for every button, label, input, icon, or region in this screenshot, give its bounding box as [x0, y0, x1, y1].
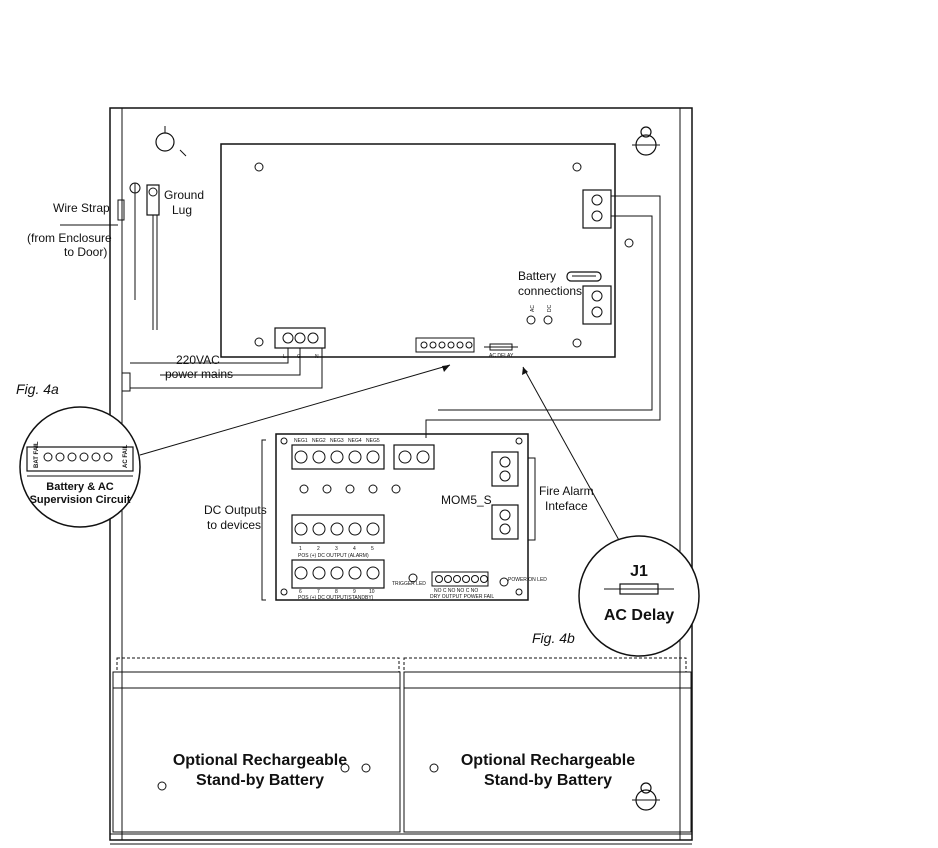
module-name: MOM5_S	[441, 493, 492, 507]
standby-num-9: 9	[353, 589, 356, 595]
battery-right-line2: Stand-by Battery	[484, 772, 612, 789]
dry-output-terminal: NO C NO NO C NO DRY OUTPUT POWER FAIL	[430, 571, 494, 600]
supervision-terminal-small	[415, 337, 475, 353]
wire-strap-label: Wire Strap	[53, 201, 110, 215]
svg-text:G: G	[297, 354, 301, 360]
dc-led-label: DC	[547, 304, 553, 312]
supervision-callout: BAT FAIL AC FAIL Battery & AC Supervisio…	[19, 406, 141, 528]
neg-terminal-block: NEG1 NEG2 NEG3 NEG4 NEG5	[291, 438, 385, 470]
power-on-led-label: POWER ON LED	[508, 577, 547, 583]
dc-outputs-label-2: to devices	[207, 518, 261, 532]
dc-input-terminal	[393, 444, 435, 470]
supervision-line2: Supervision Circuit	[30, 494, 131, 506]
standby-num-6: 6	[299, 589, 302, 595]
battery-conn-label-1: Battery	[518, 269, 556, 283]
dc-led	[543, 315, 553, 325]
annotations: Wire Strap (from Enclosure to Door) Grou…	[16, 188, 594, 646]
fire-alarm-label-2: Inteface	[545, 499, 588, 513]
ac-delay-small-label: AC DELAY	[489, 353, 514, 359]
battery-conn-label-2: connections	[518, 284, 582, 298]
svg-text:L: L	[283, 354, 286, 360]
neg-label-3: NEG3	[330, 438, 344, 444]
ac-led	[526, 315, 536, 325]
battery-left-line2: Stand-by Battery	[196, 772, 324, 789]
standby-output-terminal: 6 7 8 9 10 POS (+) DC OUTPUT(STANDBY)	[291, 559, 385, 601]
dry-terms-label: NO C NO NO C NO	[434, 588, 478, 594]
dry-output-label: DRY OUTPUT POWER FAIL	[430, 594, 494, 600]
svg-text:N: N	[315, 354, 319, 360]
fuse	[566, 271, 602, 282]
battery-left: Optional Rechargeable Stand-by Battery	[112, 657, 401, 833]
keyhole-top-left	[155, 126, 187, 157]
alarm-num-3: 3	[335, 546, 338, 552]
mains-label-2: power mains	[165, 367, 233, 381]
neg-label-4: NEG4	[348, 438, 362, 444]
main-pcb: L G N	[220, 143, 634, 360]
wire-strap-note-1: (from Enclosure	[27, 231, 112, 245]
wire-strap-note-2: to Door)	[64, 245, 107, 259]
dc-outputs-label-1: DC Outputs	[204, 503, 267, 517]
fig-4a-label: Fig. 4a	[16, 381, 59, 397]
fig-4b-label: Fig. 4b	[532, 630, 575, 646]
fire-alarm-terminal-2	[491, 504, 519, 540]
wire-strap	[60, 199, 125, 226]
keyhole-bottom-right	[632, 782, 660, 811]
alarm-output-label: POS (+) DC OUTPUT (ALARM)	[298, 553, 369, 559]
ac-input-terminal: L G N	[274, 327, 326, 360]
bat-fail-label: BAT FAIL	[34, 441, 40, 468]
mains-label-1: 220VAC	[176, 353, 220, 367]
ac-delay-callout: J1 AC Delay	[578, 535, 700, 657]
mom5-module: NEG1 NEG2 NEG3 NEG4 NEG5	[275, 433, 547, 601]
ac-led-label: AC	[530, 305, 536, 312]
neg-label-2: NEG2	[312, 438, 326, 444]
power-on-led	[499, 577, 509, 587]
enclosure	[109, 107, 693, 845]
battery-right-line1: Optional Rechargeable	[461, 752, 635, 769]
alarm-num-2: 2	[317, 546, 320, 552]
wiring	[121, 195, 661, 601]
fire-alarm-terminal-1	[491, 451, 519, 487]
alarm-num-4: 4	[353, 546, 356, 552]
battery-right: Optional Rechargeable Stand-by Battery	[403, 657, 692, 833]
alarm-num-1: 1	[299, 546, 302, 552]
standby-output-label: POS (+) DC OUTPUT(STANDBY)	[298, 595, 374, 601]
dc-output-terminal	[582, 189, 612, 229]
ac-fail-label: AC FAIL	[123, 444, 129, 468]
j1-label: J1	[630, 563, 648, 580]
neg-label-5: NEG5	[366, 438, 380, 444]
battery-terminal	[582, 285, 612, 325]
supervision-line1: Battery & AC	[46, 481, 113, 493]
alarm-output-terminal: 1 2 3 4 5 POS (+) DC OUTPUT (ALARM)	[291, 514, 385, 559]
battery-left-line1: Optional Rechargeable	[173, 752, 347, 769]
ground-lug-label-2: Lug	[172, 203, 192, 217]
standby-num-7: 7	[317, 589, 320, 595]
fire-alarm-label-1: Fire Alarm	[539, 484, 594, 498]
trigger-led-label: TRIGGER LED	[392, 581, 426, 587]
ac-delay-label: AC Delay	[604, 607, 674, 624]
ground-lug	[129, 182, 160, 330]
standby-num-8: 8	[335, 589, 338, 595]
standby-num-10: 10	[369, 589, 375, 595]
keyhole-top-right	[632, 126, 660, 156]
j1-jumper-small	[484, 343, 518, 351]
ground-lug-label-1: Ground	[164, 188, 204, 202]
alarm-num-5: 5	[371, 546, 374, 552]
trigger-led	[408, 573, 418, 583]
neg-label-1: NEG1	[294, 438, 308, 444]
